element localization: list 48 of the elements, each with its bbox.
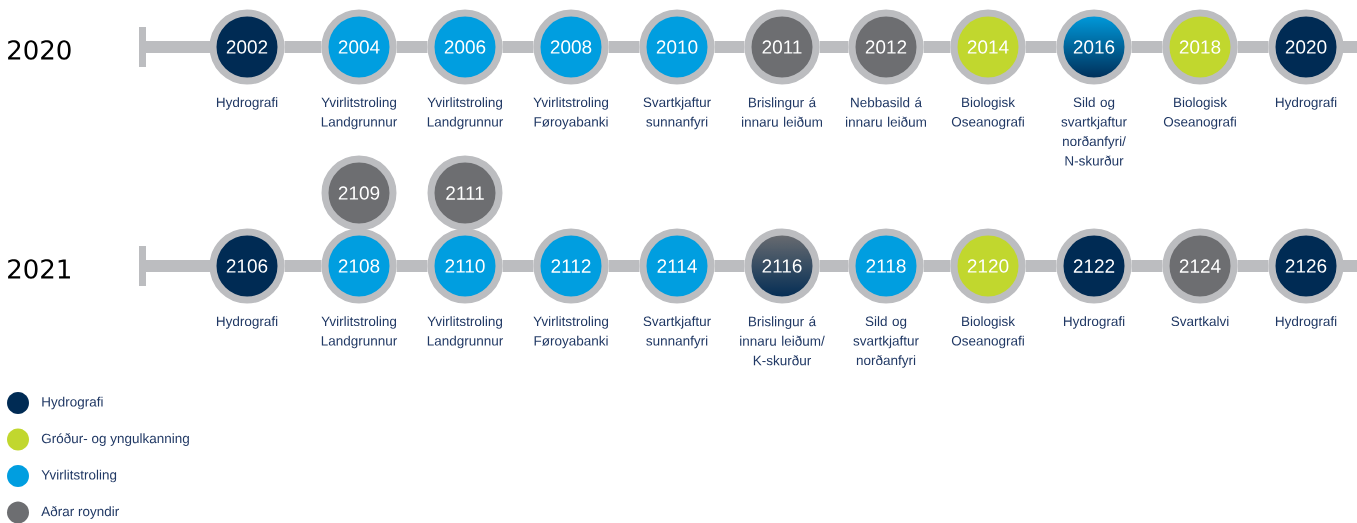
legend-label: Hydrografi bbox=[42, 396, 103, 410]
event-caption: Yvirlitstroling Landgrunnur bbox=[427, 316, 504, 349]
event-caption: Nebbasild á innaru leiðum bbox=[846, 97, 926, 127]
timeline-bar bbox=[923, 41, 951, 53]
event-caption: Hydrografi bbox=[217, 97, 278, 110]
timeline-bar bbox=[284, 260, 322, 272]
event-caption: Hydrografi bbox=[1064, 316, 1125, 329]
legend-label: Gróður- og yngulkanning bbox=[41, 433, 189, 446]
timeline-bar bbox=[819, 260, 849, 272]
event-caption: Sild og svartkjaftur norðanfyri/ N-skurður bbox=[1061, 97, 1127, 166]
timeline-bar bbox=[819, 41, 849, 53]
year-label: 2021 bbox=[8, 259, 70, 279]
legend-label: Aðrar royndir bbox=[41, 506, 119, 519]
event-caption: Biologisk Oseanografi bbox=[1163, 97, 1236, 130]
event-caption: Biologisk Oseanografi bbox=[951, 316, 1024, 349]
timeline-bar bbox=[1237, 260, 1269, 272]
event-caption: Hydrografi bbox=[1276, 97, 1337, 110]
timeline-bar bbox=[502, 41, 534, 53]
timeline-bar bbox=[396, 260, 428, 272]
timeline-bar bbox=[1131, 260, 1163, 272]
timeline-bar bbox=[714, 41, 745, 53]
event-caption: Brislingur á innaru leiðum/ K-skurður bbox=[740, 316, 825, 366]
event-caption: Svartkjaftur sunnanfyri bbox=[643, 97, 711, 130]
timeline-bar bbox=[396, 41, 428, 53]
event-caption: Yvirlitstroling Landgrunnur bbox=[321, 316, 398, 349]
event-caption: Hydrografi bbox=[1276, 316, 1337, 329]
timeline-bar bbox=[502, 260, 534, 272]
event-caption: Brislingur á innaru leiðum bbox=[742, 97, 822, 127]
timeline-bar bbox=[1025, 260, 1057, 272]
event-caption: Yvirlitstroling Føroyabanki bbox=[533, 316, 608, 349]
year-label: 2020 bbox=[8, 40, 71, 60]
timeline-bar bbox=[608, 260, 640, 272]
event-caption: Svartkjaftur sunnanfyri bbox=[643, 316, 711, 349]
event-caption: Hydrografi bbox=[217, 316, 278, 329]
event-caption: Biologisk Oseanografi bbox=[951, 97, 1024, 130]
timeline-bar bbox=[1131, 41, 1163, 53]
event-caption: Yvirlitstroling Føroyabanki bbox=[533, 97, 608, 130]
timeline-bar bbox=[1237, 41, 1269, 53]
event-caption: Sild og svartkjaftur norðanfyri bbox=[853, 316, 919, 368]
event-caption: Svartkalvi bbox=[1171, 316, 1229, 327]
event-caption: Yvirlitstroling Landgrunnur bbox=[321, 97, 398, 130]
timeline-bar bbox=[1025, 41, 1057, 53]
legend-label: Yvirlitstroling bbox=[41, 469, 117, 483]
timeline-bar bbox=[608, 41, 640, 53]
event-caption: Yvirlitstroling Landgrunnur bbox=[427, 97, 504, 130]
timeline-bar bbox=[714, 260, 745, 272]
timeline-bar bbox=[923, 260, 951, 272]
timeline-bar bbox=[284, 41, 322, 53]
